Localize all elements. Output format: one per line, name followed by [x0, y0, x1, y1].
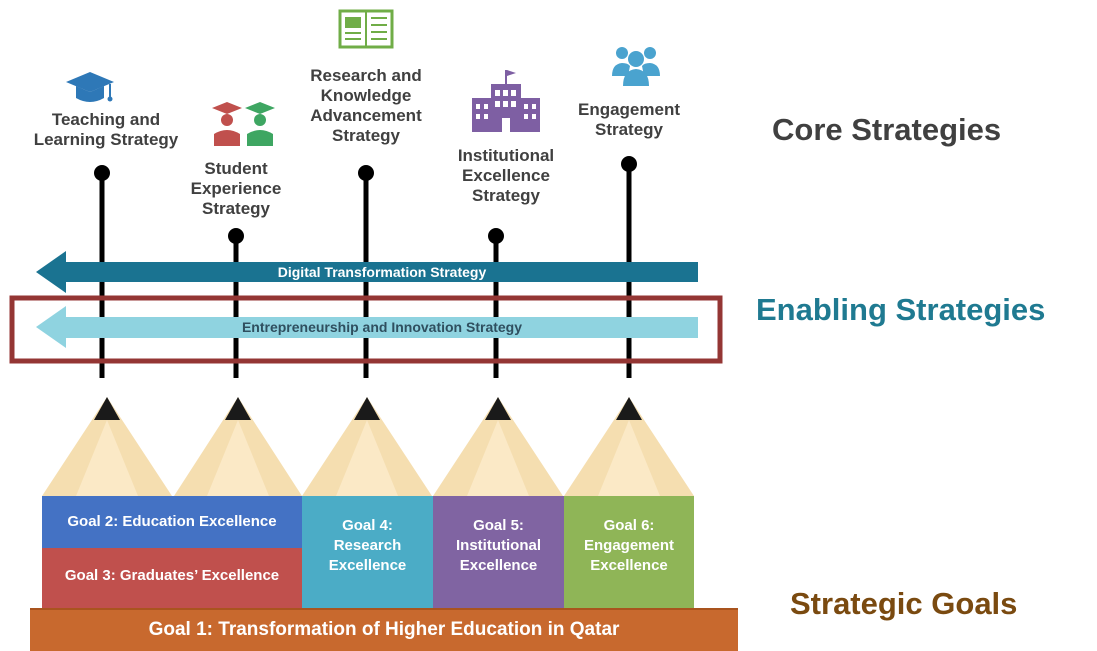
enabling-strategies-title: Enabling Strategies [756, 292, 1046, 327]
building-icon [472, 70, 540, 132]
institutional-excellence-label: Institutional Excellence Strategy [457, 146, 555, 205]
digital-transformation-text: Digital Transformation Strategy [277, 264, 487, 280]
digital-transformation-arrow [36, 251, 698, 293]
student-experience-label: Student Experience Strategy [190, 159, 282, 218]
goal3-text: Goal 3: Graduates’ Excellence [64, 567, 280, 584]
goal2-block [42, 496, 302, 548]
engagement-label: Engagement Strategy [577, 100, 681, 139]
goal4-text: Goal 4: Research Excellence [328, 517, 407, 574]
goal1-block [30, 608, 738, 651]
people-icon [612, 47, 660, 86]
pencil-tip-1 [42, 397, 172, 496]
enabling-highlight-box [9, 295, 723, 364]
teaching-learning-label: Teaching and Learning Strategy [33, 110, 179, 149]
pin-student [228, 228, 244, 378]
students-icon [212, 102, 275, 146]
research-knowledge-label: Research and Knowledge Advancement Strat… [310, 66, 422, 145]
goal3-block [42, 548, 302, 608]
goal2-text: Goal 2: Education Excellence [67, 513, 277, 530]
goal6-block [564, 496, 694, 608]
entrepreneurship-arrow [36, 306, 698, 348]
goal4-block [302, 496, 433, 608]
entrepreneurship-text: Entrepreneurship and Innovation Strategy [241, 319, 523, 335]
goal5-block [433, 496, 564, 608]
pencil-tip-5 [564, 397, 694, 496]
graduation-cap-icon [66, 72, 114, 102]
book-icon [338, 9, 394, 49]
core-strategies-title: Core Strategies [772, 112, 1002, 147]
pencil-tip-3 [302, 397, 432, 496]
goal5-text: Goal 5: Institutional Excellence [456, 517, 541, 574]
goal6-text: Goal 6: Engagement Excellence [583, 517, 674, 574]
strategic-goals-title: Strategic Goals [790, 586, 1018, 621]
pencil-tip-2 [174, 397, 302, 496]
pencil-tip-4 [433, 397, 563, 496]
goal1-text: Goal 1: Transformation of Higher Educati… [148, 619, 620, 640]
pin-institutional [488, 228, 504, 378]
